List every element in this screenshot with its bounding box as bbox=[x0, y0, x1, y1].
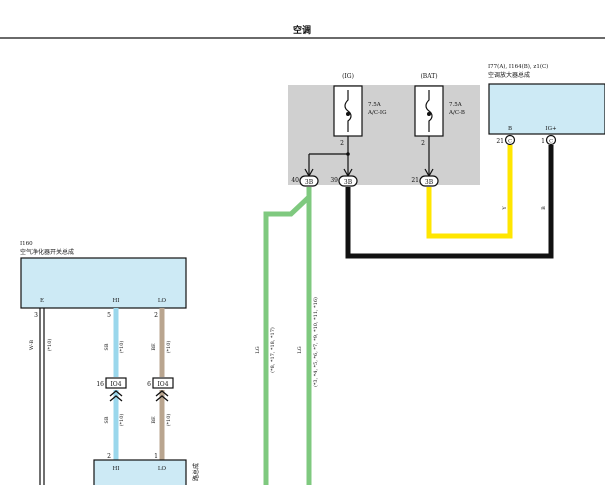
connector-pin: 40 bbox=[291, 177, 299, 184]
connector-code: IO4 bbox=[110, 381, 121, 388]
wire-color-code: SB bbox=[104, 343, 110, 350]
fuse-group-label: (BAT) bbox=[420, 73, 437, 80]
connector-io4 bbox=[152, 377, 174, 389]
terminal-label: HI bbox=[113, 466, 120, 472]
wire-color-code: SB bbox=[104, 416, 110, 423]
wire-note: (*10) bbox=[118, 414, 125, 427]
terminal-pin: 3 bbox=[34, 312, 38, 319]
connector-3b bbox=[338, 175, 358, 187]
connector-pin: 21 bbox=[411, 177, 419, 184]
wire-note: (*10) bbox=[165, 341, 172, 354]
lower-module bbox=[93, 459, 187, 485]
switch-code: I160 bbox=[20, 241, 33, 247]
chevron-up-icon bbox=[109, 390, 123, 402]
wire-yellow bbox=[426, 145, 513, 239]
terminal-label: B bbox=[508, 126, 512, 132]
ion-switch-module bbox=[20, 257, 187, 309]
fuse-pin: 2 bbox=[340, 140, 344, 147]
wire-note: (*8, *17, *18, *17) bbox=[269, 327, 276, 373]
connector-code: 3B bbox=[305, 179, 314, 186]
fuse-rating: 7.5A bbox=[368, 102, 382, 108]
fuse-box bbox=[288, 85, 480, 185]
terminal-label: HI bbox=[113, 298, 120, 304]
terminal-label: E bbox=[40, 298, 44, 304]
amplifier-name: 空调放大器总成 bbox=[488, 71, 530, 79]
wire-black bbox=[345, 145, 554, 259]
connector-io4 bbox=[105, 377, 127, 389]
wire-note: (*10) bbox=[165, 414, 172, 427]
lower-module-name: 路总成 bbox=[192, 463, 200, 481]
wire-color-code: W-B bbox=[29, 340, 35, 350]
chevron-up-icon bbox=[155, 390, 169, 402]
fuse-group-label: (IG) bbox=[342, 73, 354, 80]
terminal-pin: 21 bbox=[496, 138, 504, 145]
wire-color-code: BE bbox=[151, 416, 157, 424]
switch-name: 空气净化器开关总成 bbox=[20, 248, 74, 256]
terminal-pin: 1 bbox=[541, 138, 545, 145]
terminal-conn: C bbox=[549, 139, 553, 145]
connector-pin: 39 bbox=[330, 177, 338, 184]
fuse-pin: 2 bbox=[421, 140, 425, 147]
amplifier-module bbox=[488, 83, 605, 135]
terminal-label: LO bbox=[158, 298, 167, 304]
wire-color-code: Y bbox=[502, 206, 508, 211]
connector-3b bbox=[419, 175, 439, 187]
terminal-c bbox=[504, 134, 516, 146]
fuse-rating: 7.5A bbox=[449, 102, 463, 108]
wire-color-code: BE bbox=[151, 343, 157, 351]
wire-note: (*10) bbox=[118, 341, 125, 354]
terminal-pin: 2 bbox=[107, 453, 111, 460]
wire-color-code: LG bbox=[297, 346, 303, 353]
terminal-c bbox=[545, 134, 557, 146]
connector-3b bbox=[299, 175, 319, 187]
wire-green-a bbox=[263, 187, 312, 485]
amplifier-code: I77(A), I164(B), z1(C) bbox=[488, 63, 548, 70]
terminal-pin: 5 bbox=[107, 312, 111, 319]
wire-color-code: LG bbox=[255, 346, 261, 353]
terminal-label: IG+ bbox=[545, 126, 557, 132]
wire-color-code: B bbox=[541, 206, 547, 210]
fuse-name: A/C-IG bbox=[367, 110, 386, 116]
wire-note: (*3, *4, *5, *6, *7, *9, *10, *11, *16) bbox=[312, 297, 319, 387]
connector-pin: 6 bbox=[147, 381, 151, 388]
connector-pin: 16 bbox=[96, 381, 104, 388]
fuse-node bbox=[346, 112, 350, 116]
wire-note: (*10) bbox=[46, 339, 53, 352]
terminal-pin: 1 bbox=[154, 453, 158, 460]
connector-code: IO4 bbox=[157, 381, 168, 388]
connector-code: 3B bbox=[344, 179, 353, 186]
terminal-pin: 2 bbox=[154, 312, 158, 319]
page-title: 空调 bbox=[293, 24, 311, 36]
fuse-element-icon bbox=[425, 90, 433, 132]
fuse-name: A/C-B bbox=[448, 110, 465, 116]
fuse-node bbox=[427, 112, 431, 116]
fuse-element-icon bbox=[344, 90, 352, 132]
terminal-conn: C bbox=[508, 139, 512, 145]
terminal-label: LO bbox=[158, 466, 167, 472]
connector-code: 3B bbox=[425, 179, 434, 186]
